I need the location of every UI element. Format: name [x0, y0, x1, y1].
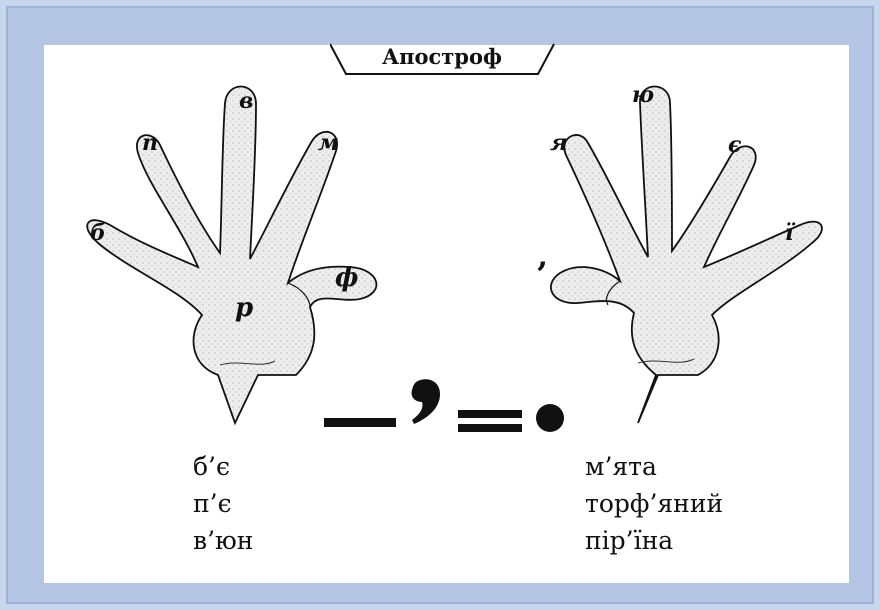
left-thumb-letter: ф: [335, 265, 358, 291]
left-finger-letter-1: б: [90, 222, 106, 244]
left-word-list: б’є п’є в’юн: [193, 448, 253, 559]
left-finger-letter-3: в: [239, 90, 253, 112]
right-finger-letter-4: ї: [785, 222, 793, 244]
dash-symbol: [324, 418, 396, 427]
right-finger-letter-2: ю: [632, 84, 654, 106]
left-finger-letter-4: м: [318, 132, 339, 154]
apostrophe-symbol: [411, 379, 440, 424]
left-finger-letter-2: п: [142, 132, 158, 154]
left-word-1: б’є: [193, 448, 253, 485]
right-word-list: м’ята торф’яний пір’їна: [585, 448, 723, 559]
left-word-3: в’юн: [193, 522, 253, 559]
equals-symbol-top: [458, 410, 522, 418]
left-palm-letter: р: [235, 295, 253, 321]
right-word-3: пір’їна: [585, 522, 723, 559]
left-word-2: п’є: [193, 485, 253, 522]
page-title: Апостроф: [330, 44, 554, 69]
right-finger-letter-3: є: [728, 134, 741, 156]
equals-symbol-bottom: [458, 424, 522, 432]
right-word-1: м’ята: [585, 448, 723, 485]
dot-symbol: [536, 404, 564, 432]
right-finger-letter-1: я: [550, 132, 568, 154]
right-thumb-letter: ’: [536, 258, 548, 292]
apostrophe-formula: [318, 370, 588, 440]
right-word-2: торф’яний: [585, 485, 723, 522]
